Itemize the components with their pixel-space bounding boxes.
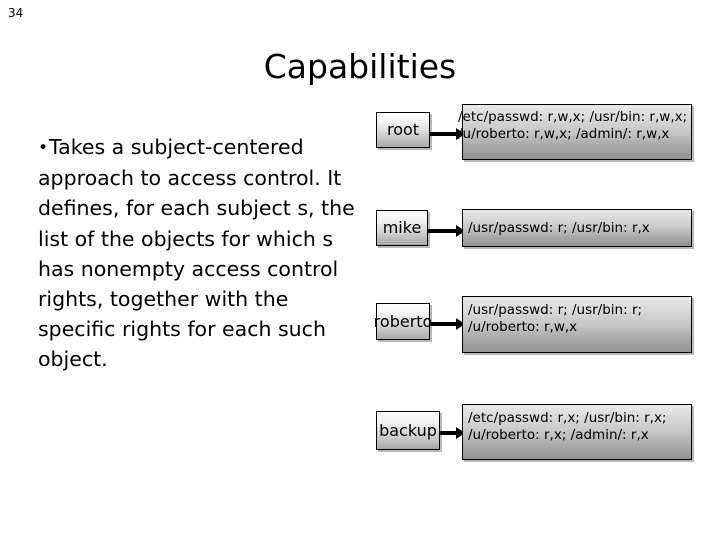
subject-label: roberto: [373, 311, 433, 331]
subject-box-root[interactable]: root: [376, 112, 430, 148]
bullet-text: Takes a subject-centered approach to acc…: [38, 135, 355, 372]
capabilities-box-backup[interactable]: /etc/passwd: r,x; /usr/bin: r,x; /u/robe…: [462, 404, 692, 460]
subject-label: backup: [379, 420, 437, 440]
subject-box-mike[interactable]: mike: [376, 210, 428, 246]
capabilities-line: /etc/passwd: r,x; /usr/bin: r,x;: [468, 410, 667, 426]
capabilities-box-mike[interactable]: /usr/passwd: r; /usr/bin: r,x: [462, 209, 692, 247]
capabilities-box-root[interactable]: /etc/passwd: r,w,x; /usr/bin: r,w,x; /u/…: [458, 104, 692, 160]
bullet-glyph: •: [38, 138, 49, 158]
capabilities-line: /usr/passwd: r; /usr/bin: r,x: [468, 220, 650, 236]
capabilities-line: /u/roberto: r,w,x; /admin/: r,w,x: [458, 126, 670, 142]
subject-box-roberto[interactable]: roberto: [373, 303, 433, 340]
capabilities-line: /etc/passwd: r,w,x; /usr/bin: r,w,x;: [458, 109, 688, 125]
slide-number: 34: [8, 6, 24, 20]
bullet-paragraph: •Takes a subject-centered approach to ac…: [38, 132, 356, 375]
subject-label: root: [386, 120, 420, 139]
capabilities-line: /u/roberto: r,x; /admin/: r,x: [468, 427, 649, 443]
capabilities-box-roberto[interactable]: /usr/passwd: r; /usr/bin: r; /u/roberto:…: [462, 296, 692, 353]
page-title: Capabilities: [263, 47, 457, 86]
subject-box-backup[interactable]: backup: [376, 411, 440, 450]
capabilities-line: /usr/passwd: r; /usr/bin: r;: [468, 302, 643, 318]
subject-label: mike: [382, 218, 422, 237]
capabilities-line: /u/roberto: r,w,x: [468, 319, 578, 335]
